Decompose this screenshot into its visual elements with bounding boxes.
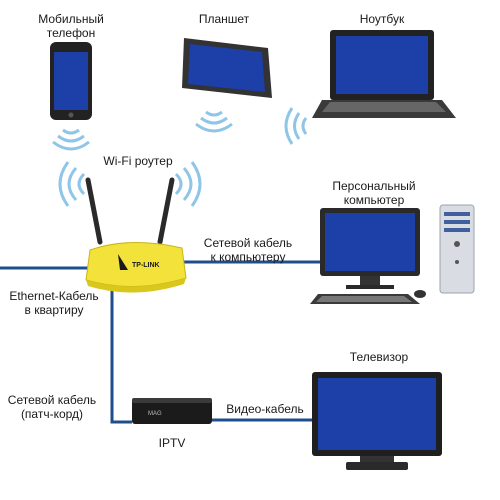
video-cable-label: Видео-кабель bbox=[226, 402, 304, 416]
pc-cable-label-line2: к компьютеру bbox=[210, 250, 286, 264]
wifi-waves-router-icon bbox=[58, 161, 202, 207]
wifi-router-icon: TP-LINK bbox=[85, 177, 187, 293]
wifi-waves-phone-icon bbox=[52, 128, 90, 151]
router-label: Wi-Fi роутер bbox=[103, 154, 173, 168]
pc-label-line1: Персональный bbox=[332, 179, 416, 193]
tv-icon bbox=[312, 372, 442, 470]
laptop-icon bbox=[312, 30, 456, 118]
patch-cord-label-line1: Сетевой кабель bbox=[7, 393, 97, 407]
keyboard-icon bbox=[310, 294, 420, 304]
mouse-icon bbox=[414, 290, 426, 298]
patch-cord-label-line2: (патч-корд) bbox=[20, 407, 84, 421]
mobile-phone-icon bbox=[50, 42, 92, 120]
pc-label-line2: компьютер bbox=[343, 193, 405, 207]
patch-cord-line bbox=[110, 290, 132, 424]
tablet-label: Планшет bbox=[198, 12, 250, 26]
pc-cable-label: Сетевой кабель к компьютеру bbox=[200, 236, 296, 264]
iptv-brand-text: MAG bbox=[148, 411, 162, 417]
wifi-waves-tablet-icon bbox=[195, 110, 233, 133]
mobile-phone-label-line2: телефон bbox=[46, 26, 96, 40]
mobile-phone-label: Мобильный телефон bbox=[34, 12, 108, 40]
pc-label: Персональный компьютер bbox=[324, 179, 424, 207]
tablet-icon bbox=[182, 38, 272, 98]
ethernet-cable-label-line1: Ethernet-Кабель bbox=[9, 289, 99, 303]
ethernet-cable-label-line2: в квартиру bbox=[24, 303, 84, 317]
mobile-phone-label-line1: Мобильный bbox=[38, 12, 104, 26]
iptv-label: IPTV bbox=[158, 436, 186, 450]
laptop-label: Ноутбук bbox=[359, 12, 405, 26]
router-brand-text: TP-LINK bbox=[132, 262, 160, 269]
cables bbox=[0, 260, 322, 424]
patch-cord-label: Сетевой кабель (патч-корд) bbox=[4, 393, 100, 421]
pc-cable-label-line1: Сетевой кабель bbox=[203, 236, 293, 250]
pc-monitor-icon bbox=[320, 208, 420, 289]
ethernet-cable-label: Ethernet-Кабель в квартиру bbox=[4, 289, 104, 317]
wifi-waves-laptop-icon bbox=[284, 107, 308, 145]
tv-label: Телевизор bbox=[349, 350, 409, 364]
pc-tower-icon bbox=[439, 204, 475, 294]
iptv-box-icon: MAG bbox=[132, 398, 212, 424]
